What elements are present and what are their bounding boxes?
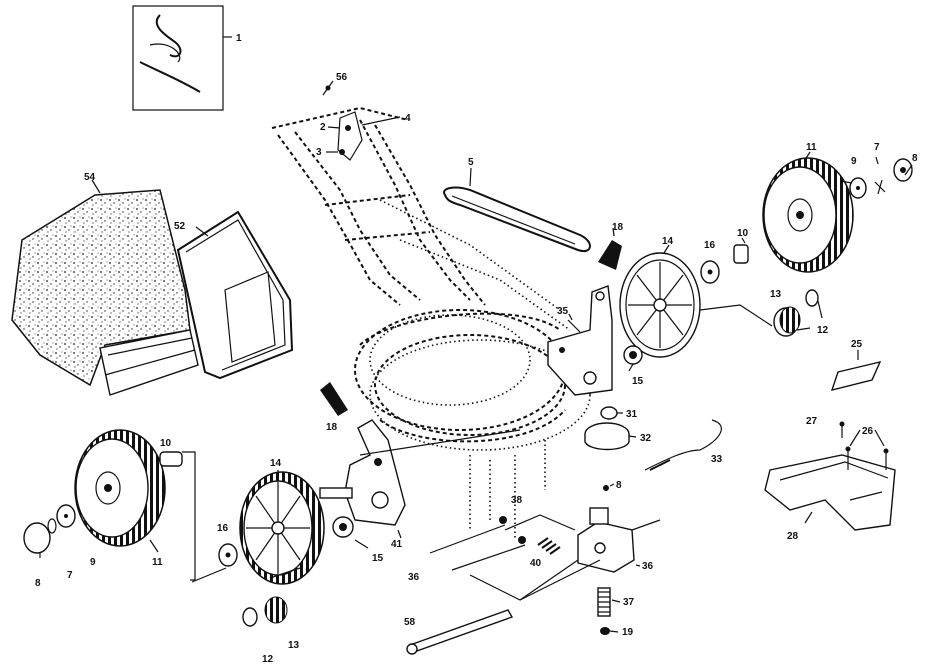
part-13-gear-right xyxy=(699,289,819,337)
label-part-2: 2 xyxy=(320,122,326,133)
part-1-cable-kit xyxy=(132,5,232,111)
label-part-7-left: 7 xyxy=(67,570,73,581)
label-part-13-left: 13 xyxy=(288,640,300,651)
label-part-7-right: 7 xyxy=(874,142,880,153)
label-part-36-left: 36 xyxy=(408,572,420,583)
label-part-13-right: 13 xyxy=(770,289,782,300)
label-part-5: 5 xyxy=(468,157,474,168)
label-part-9-right: 9 xyxy=(851,156,857,167)
part-14-wheel-left xyxy=(239,470,325,585)
handle-bracket xyxy=(322,80,401,161)
part-5-drive-belt xyxy=(443,167,591,253)
label-part-8-left: 8 xyxy=(35,578,41,589)
part-15-gear-right xyxy=(623,345,643,365)
label-part-37: 37 xyxy=(623,597,635,608)
label-part-8-right: 8 xyxy=(912,153,918,164)
part-15-gear-left xyxy=(332,516,369,549)
label-part-54: 54 xyxy=(84,172,96,183)
label-part-15-right: 15 xyxy=(632,376,644,387)
label-part-27: 27 xyxy=(806,416,818,427)
part-54-grass-bag xyxy=(11,179,199,396)
label-part-56: 56 xyxy=(336,72,348,83)
label-part-10-left: 10 xyxy=(160,438,172,449)
label-part-10-right: 10 xyxy=(737,228,749,239)
label-part-35: 35 xyxy=(557,306,569,317)
part-14-wheel-right xyxy=(619,244,701,358)
mower-deck xyxy=(354,309,591,451)
label-part-38: 38 xyxy=(511,495,523,506)
label-part-1: 1 xyxy=(236,33,242,44)
label-part-26: 26 xyxy=(862,426,874,437)
part-18-upper xyxy=(598,227,622,270)
part-11-wheel-right xyxy=(762,151,854,273)
leader-lines xyxy=(568,156,913,633)
part-28-deflector xyxy=(764,454,896,531)
label-part-9-left: 9 xyxy=(90,557,96,568)
label-part-52: 52 xyxy=(174,221,186,232)
label-part-31: 31 xyxy=(626,409,638,420)
label-part-25: 25 xyxy=(851,339,863,350)
label-part-36-right: 36 xyxy=(642,561,654,572)
right-wheel-fasteners xyxy=(849,158,913,199)
label-part-16-left: 16 xyxy=(217,523,229,534)
right-axle-hardware xyxy=(700,237,749,284)
label-part-58: 58 xyxy=(404,617,416,628)
part-26-27-bolts xyxy=(839,421,889,470)
label-part-33: 33 xyxy=(711,454,723,465)
label-part-12-right: 12 xyxy=(817,325,829,336)
part-labels: 1 2 3 4 5 56 54 52 35 14 18 16 10 11 9 7… xyxy=(35,33,918,665)
label-part-18-upper: 18 xyxy=(612,222,624,233)
label-part-12-left: 12 xyxy=(262,654,274,665)
part-11-wheel-left xyxy=(74,429,166,553)
label-part-18-left: 18 xyxy=(326,422,338,433)
part-16-washer-left xyxy=(218,543,238,567)
label-part-4: 4 xyxy=(405,113,411,124)
label-part-28: 28 xyxy=(787,531,799,542)
part-35-height-adjuster xyxy=(547,285,613,396)
handle-assembly xyxy=(271,106,571,331)
part-58-axle-rod xyxy=(406,609,514,655)
part-18-left xyxy=(320,382,348,416)
label-part-16-right: 16 xyxy=(704,240,716,251)
label-part-14-right: 14 xyxy=(662,236,674,247)
label-part-40: 40 xyxy=(530,558,542,569)
label-part-41: 41 xyxy=(391,539,403,550)
label-part-11-left: 11 xyxy=(152,557,163,568)
label-part-15-left: 15 xyxy=(372,553,384,564)
part-13-gear-left xyxy=(191,567,301,627)
label-part-11-right: 11 xyxy=(806,142,817,153)
label-part-14-left: 14 xyxy=(270,458,282,469)
part-10-bushing-left xyxy=(159,451,196,581)
transmission-assembly xyxy=(429,406,722,635)
label-part-3: 3 xyxy=(316,147,322,158)
label-part-32: 32 xyxy=(640,433,652,444)
part-25-plate xyxy=(830,350,882,391)
left-wheel-fasteners xyxy=(23,504,76,558)
part-52-bag-frame xyxy=(176,210,294,380)
label-part-19: 19 xyxy=(622,627,634,638)
part-41-height-adjuster xyxy=(319,419,521,539)
label-part-8-center: 8 xyxy=(616,480,622,491)
